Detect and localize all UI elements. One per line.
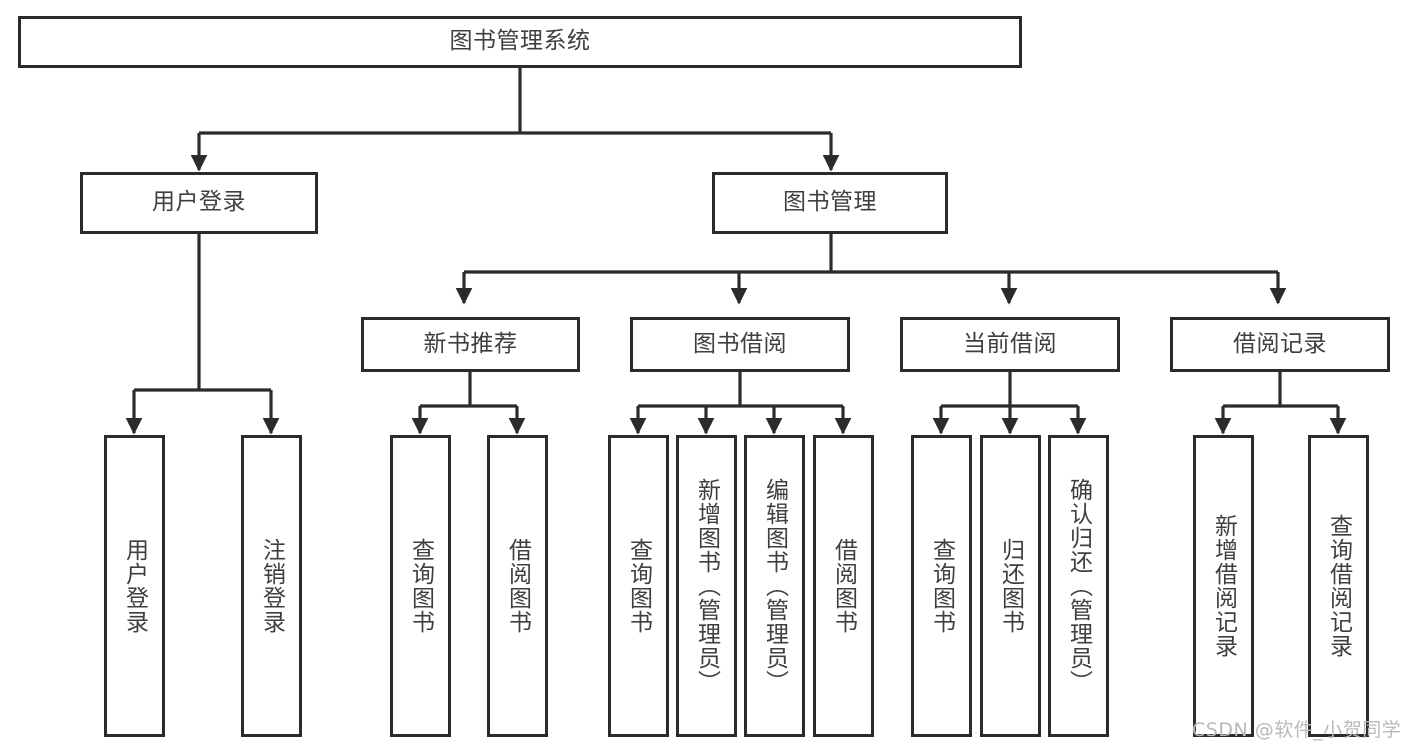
node-label: 注销登录 — [258, 538, 285, 634]
leaf-borrow-edit-book-admin[interactable]: 编辑图书（管理员） — [744, 435, 805, 737]
leaf-user-login-logout[interactable]: 注销登录 — [241, 435, 302, 737]
node-current-borrow[interactable]: 当前借阅 — [900, 317, 1120, 372]
node-label: 图书管理 — [783, 189, 877, 216]
leaf-borrow-add-book-admin[interactable]: 新增图书（管理员） — [676, 435, 737, 737]
node-label: 编辑图书（管理员） — [761, 478, 788, 694]
leaf-user-login-login[interactable]: 用户登录 — [104, 435, 165, 737]
leaf-record-add-record[interactable]: 新增借阅记录 — [1193, 435, 1254, 737]
node-new-book-recommend[interactable]: 新书推荐 — [361, 317, 580, 372]
node-label: 新增图书（管理员） — [693, 478, 720, 694]
node-label: 新书推荐 — [423, 330, 518, 357]
node-label: 图书管理系统 — [449, 28, 591, 55]
node-label: 当前借阅 — [963, 330, 1057, 357]
node-label: 用户登录 — [152, 189, 246, 216]
node-label: 新增借阅记录 — [1210, 514, 1237, 658]
node-label: 查询图书 — [928, 538, 955, 634]
leaf-current-query-book[interactable]: 查询图书 — [911, 435, 972, 737]
csdn-watermark: CSDN @软件_小贺同学 — [1192, 719, 1402, 741]
leaf-new-book-query[interactable]: 查询图书 — [390, 435, 451, 737]
node-book-management[interactable]: 图书管理 — [712, 172, 948, 234]
node-borrow-record[interactable]: 借阅记录 — [1170, 317, 1390, 372]
node-user-login[interactable]: 用户登录 — [80, 172, 318, 234]
leaf-new-book-borrow[interactable]: 借阅图书 — [487, 435, 548, 737]
node-label: 查询借阅记录 — [1325, 514, 1352, 658]
node-label: 用户登录 — [121, 538, 148, 634]
node-label: 归还图书 — [997, 538, 1024, 634]
leaf-current-confirm-return-admin[interactable]: 确认归还（管理员） — [1048, 435, 1109, 737]
node-label: 图书借阅 — [693, 330, 787, 357]
node-label: 查询图书 — [407, 538, 434, 634]
node-book-borrow[interactable]: 图书借阅 — [630, 317, 850, 372]
leaf-borrow-query-book[interactable]: 查询图书 — [608, 435, 669, 737]
leaf-current-return-book[interactable]: 归还图书 — [980, 435, 1041, 737]
node-label: 查询图书 — [625, 538, 652, 634]
node-root-system[interactable]: 图书管理系统 — [18, 16, 1022, 68]
node-label: 确认归还（管理员） — [1065, 478, 1092, 694]
node-label: 借阅记录 — [1233, 330, 1327, 357]
node-label: 借阅图书 — [830, 538, 857, 634]
leaf-borrow-borrow-book[interactable]: 借阅图书 — [813, 435, 874, 737]
leaf-record-query-record[interactable]: 查询借阅记录 — [1308, 435, 1369, 737]
node-label: 借阅图书 — [504, 538, 531, 634]
